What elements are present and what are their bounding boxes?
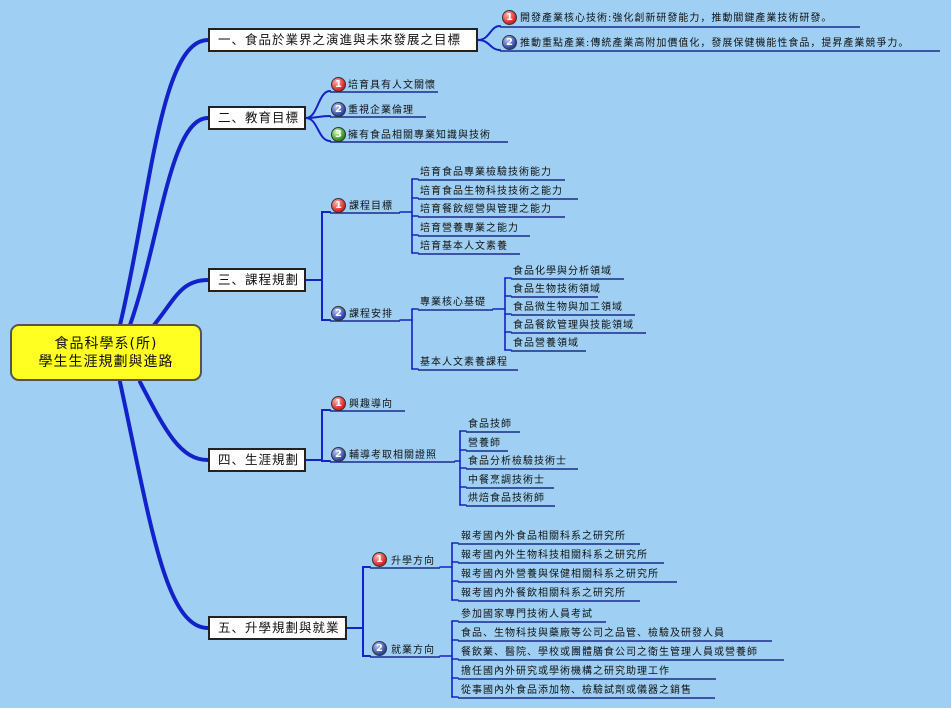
number-2-icon: 2 (372, 641, 387, 656)
branch-1-item-1[interactable]: 開發產業核心技術:強化創新研發能力，推動關鍵產業技術研發。 (520, 13, 833, 24)
branch-2-item-1[interactable]: 培育具有人文關懷 (348, 80, 436, 91)
number-1-icon: 1 (372, 552, 387, 567)
further-study-item[interactable]: 報考國內外食品相關科系之研究所 (461, 531, 626, 542)
license-guidance-node[interactable]: 輔導考取相關證照 (349, 450, 437, 461)
license-item[interactable]: 營養師 (468, 438, 501, 449)
core-foundation-node[interactable]: 專業核心基礎 (420, 297, 486, 308)
course-goal-item[interactable]: 培育食品專業檢驗技術能力 (420, 167, 552, 178)
root-title-line1: 食品科學系(所) (54, 335, 158, 352)
number-1-icon: 1 (331, 396, 346, 411)
employment-item[interactable]: 擔任國內外研究或學術機構之研究助理工作 (461, 666, 670, 677)
license-item[interactable]: 食品技師 (468, 419, 512, 430)
interest-oriented-node[interactable]: 興趣導向 (349, 399, 393, 410)
connector-branch-1 (118, 38, 210, 327)
core-field-item[interactable]: 食品微生物與加工領域 (513, 302, 623, 313)
core-field-item[interactable]: 食品餐飲管理與技能領域 (513, 320, 634, 331)
license-item[interactable]: 食品分析檢驗技術士 (468, 456, 567, 467)
number-2-icon: 2 (331, 447, 346, 462)
course-goal-item[interactable]: 培育基本人文素養 (420, 241, 508, 252)
course-goal-item[interactable]: 培育食品生物科技技術之能力 (420, 186, 563, 197)
connector-branch-3 (148, 278, 210, 332)
root-title-line2: 學生生涯規劃與進路 (38, 353, 174, 370)
course-arrangement-node[interactable]: 課程安排 (349, 309, 393, 320)
number-1-icon: 1 (331, 77, 346, 92)
core-field-item[interactable]: 食品化學與分析領域 (513, 266, 612, 277)
course-goals-node[interactable]: 課程目標 (349, 201, 393, 212)
branch-1-topic[interactable]: 一、食品於業界之演進與未來發展之目標 (208, 28, 478, 52)
number-2-icon: 2 (502, 35, 517, 50)
core-field-item[interactable]: 食品生物技術領域 (513, 284, 601, 295)
root-topic[interactable]: 食品科學系(所) 學生生涯規劃與進路 (10, 324, 202, 381)
further-study-item[interactable]: 報考國內外餐飲相關科系之研究所 (461, 588, 626, 599)
connector-branch-2 (128, 116, 210, 327)
license-item[interactable]: 烘焙食品技術師 (468, 493, 545, 504)
branch-4-topic[interactable]: 四、生涯規劃 (208, 448, 306, 472)
number-2-icon: 2 (331, 102, 346, 117)
number-2-icon: 2 (331, 306, 346, 321)
connector-branch-5 (118, 380, 210, 630)
branch-5-topic[interactable]: 五、升學規劃與就業 (208, 616, 347, 640)
branch-1-item-2[interactable]: 推動重點產業:傳統產業高附加價值化，發展保健機能性食品，提昇產業競爭力。 (520, 38, 910, 49)
branch-2-topic[interactable]: 二、教育目標 (208, 106, 306, 130)
further-study-item[interactable]: 報考國內外營養與保健相關科系之研究所 (461, 569, 659, 580)
employment-item[interactable]: 參加國家專門技術人員考試 (461, 609, 593, 620)
number-3-icon: 3 (331, 127, 346, 142)
number-1-icon: 1 (502, 10, 517, 25)
connector-branch-4 (138, 380, 210, 462)
employment-item[interactable]: 食品、生物科技與藥廠等公司之品管、檢驗及研發人員 (461, 628, 725, 639)
course-goal-item[interactable]: 培育餐飲經營與管理之能力 (420, 204, 552, 215)
branch-3-topic[interactable]: 三、課程規劃 (208, 268, 306, 292)
employment-item[interactable]: 從事國內外食品添加物、檢驗試劑或儀器之銷售 (461, 685, 692, 696)
further-study-item[interactable]: 報考國內外生物科技相關科系之研究所 (461, 550, 648, 561)
license-item[interactable]: 中餐烹調技術士 (468, 475, 545, 486)
employment-item[interactable]: 餐飲業、醫院、學校或團體膳食公司之衛生管理人員或營養師 (461, 647, 758, 658)
number-1-icon: 1 (331, 198, 346, 213)
core-field-item[interactable]: 食品營養領域 (513, 338, 579, 349)
branch-2-item-2[interactable]: 重視企業倫理 (348, 105, 414, 116)
course-goal-item[interactable]: 培育營養專業之能力 (420, 223, 519, 234)
further-study-node[interactable]: 升學方向 (391, 556, 435, 567)
humanities-course-node[interactable]: 基本人文素養課程 (420, 357, 508, 368)
employment-node[interactable]: 就業方向 (391, 645, 435, 656)
branch-2-item-3[interactable]: 擁有食品相關專業知識與技術 (348, 130, 491, 141)
